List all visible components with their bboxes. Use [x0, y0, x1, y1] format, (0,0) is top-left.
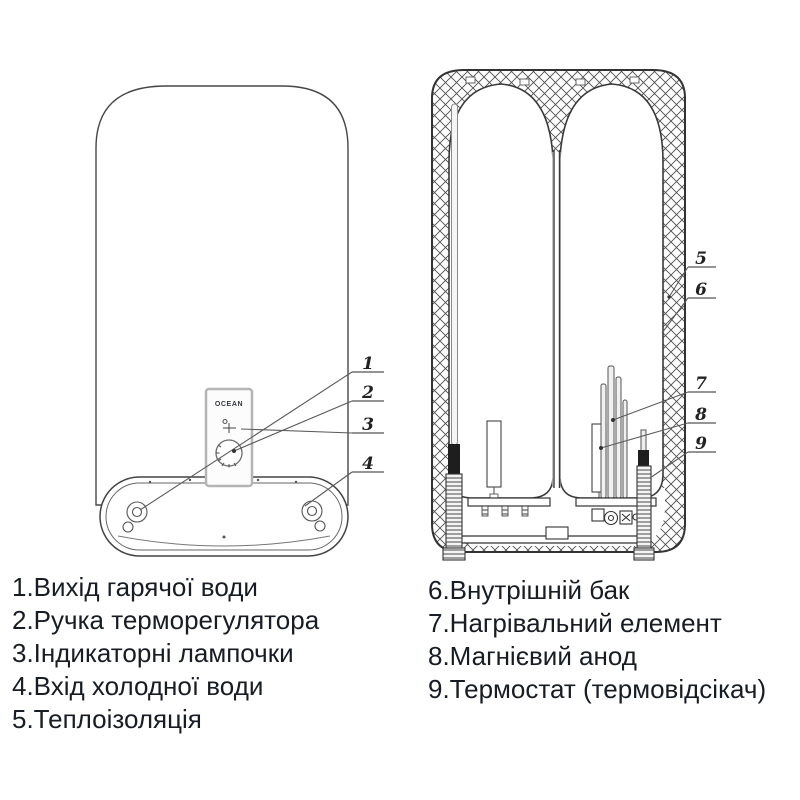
thermostat-assembly	[591, 508, 640, 526]
tank-divider	[552, 150, 561, 488]
legend-item: 1.Вихід гарячої води	[12, 572, 258, 602]
legend-item: 7.Нагрівальний елемент	[428, 608, 722, 638]
hot-water-outlet-fitting	[122, 501, 148, 533]
legend-item: 5.Теплоізоляція	[12, 704, 202, 734]
callout-4: 4	[362, 454, 374, 474]
legend-right-column: 6.Внутрішній бак 7.Нагрівальний елемент …	[428, 574, 766, 706]
callout-1: 1	[362, 354, 374, 374]
left-threaded-pipe	[442, 473, 466, 561]
front-view-callouts: 1 2 3 4	[361, 354, 374, 474]
bottom-plate	[456, 526, 648, 544]
callout-9: 9	[695, 434, 707, 454]
legend-item: 6.Внутрішній бак	[428, 575, 630, 605]
legend-item: 2.Ручка терморегулятора	[12, 605, 320, 635]
callout-5: 5	[695, 249, 707, 269]
callout-6: 6	[695, 280, 707, 300]
right-threaded-pipe	[633, 429, 655, 561]
brand-label: OCEAN	[215, 401, 243, 408]
outlet-tube	[448, 103, 460, 474]
thermostat-knob-icon	[215, 439, 243, 468]
cross-section-view: 5 6 7 8 9	[431, 69, 716, 561]
legend-item: 8.Магнієвий анод	[428, 641, 637, 671]
callout-3: 3	[362, 415, 374, 435]
callout-2: 2	[361, 383, 374, 403]
cross-section-callouts: 5 6 7 8 9	[694, 249, 707, 454]
legend-left-column: 1.Вихід гарячої води 2.Ручка терморегуля…	[12, 571, 319, 736]
inner-tank-right	[559, 83, 664, 499]
indicator-lights-icon	[222, 418, 236, 433]
front-view-leader-lines	[139, 371, 384, 511]
legend-item: 9.Термостат (термовідсікач)	[428, 674, 767, 704]
legend-item: 3.Індикаторні лампочки	[12, 638, 294, 668]
tank-flanges	[467, 497, 657, 517]
cross-section-leader-lines	[599, 266, 716, 479]
heater-body-outline	[95, 85, 349, 506]
callout-7: 7	[695, 374, 707, 394]
front-view: OCEAN	[95, 85, 384, 557]
legend-item: 4.Вхід холодної води	[12, 671, 264, 701]
water-heater-diagram: OCEAN	[95, 69, 716, 561]
left-tank-element	[486, 420, 502, 499]
dome-tabs	[465, 76, 640, 86]
callout-8: 8	[694, 405, 707, 425]
control-panel: OCEAN	[204, 387, 254, 488]
